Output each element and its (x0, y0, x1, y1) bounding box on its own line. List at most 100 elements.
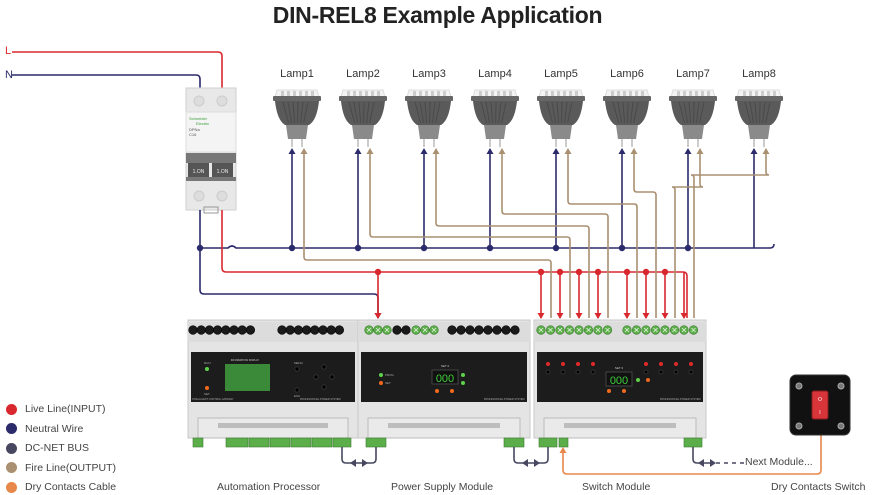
dc-net-bus-link (341, 447, 377, 464)
relay-button (590, 369, 596, 375)
green-connector (225, 437, 249, 448)
breaker-brand: Electric (196, 121, 209, 126)
relay-button (560, 369, 566, 375)
fire-output-wire (303, 154, 552, 318)
run-led (636, 378, 640, 382)
arrow-up-icon (750, 148, 758, 154)
mount-screw (795, 382, 803, 390)
terminal-screw (447, 325, 457, 335)
seven-segment-display (431, 369, 459, 385)
junction-dot (684, 244, 692, 252)
bus-arrow-icon (362, 459, 368, 467)
fire-output-wire (633, 154, 657, 318)
relay-button (575, 369, 581, 375)
terminal-screw (188, 325, 198, 335)
status-led (461, 381, 465, 385)
module-label-automation-processor: Automation Processor (217, 481, 321, 493)
junction-dot (552, 244, 560, 252)
terminal-screw (310, 325, 320, 335)
legend-item: Neutral Wire (6, 423, 83, 435)
lamp-icon (471, 89, 519, 147)
relay-button (658, 369, 664, 375)
arrow-up-icon (564, 148, 572, 154)
dc-net-bus-link (513, 447, 549, 464)
terminal-screw (245, 325, 255, 335)
legend-item: Fire Line(OUTPUT) (6, 462, 116, 474)
lamp-label: Lamp6 (610, 68, 644, 80)
terminal-screw (196, 325, 206, 335)
arrow-up-icon (498, 148, 506, 154)
green-connector (290, 437, 312, 448)
switch-off-mark: I (819, 410, 820, 416)
display-title: INFORMATION DISPLAY (231, 359, 260, 362)
neutral-bus (200, 243, 775, 249)
green-connector (503, 437, 525, 448)
relay-led (659, 362, 663, 366)
arrow-up-icon (288, 148, 296, 154)
switch-display-value: 000 (610, 375, 628, 387)
set-led (205, 386, 209, 390)
module-text: INTELLIGENT CONTROL GATEWAY (192, 398, 234, 401)
legend-swatch (6, 462, 17, 473)
next-module-label: Next Module... (745, 456, 813, 468)
neutral-to-psu (199, 248, 379, 318)
nav-button (313, 374, 319, 380)
legend-swatch (6, 442, 17, 454)
neutral-supply-label: N (5, 69, 13, 81)
arrow-down-icon (642, 313, 650, 319)
fire-output-wire (435, 154, 590, 318)
breaker-brand: Schneider (189, 116, 208, 121)
fire-output-wire (501, 154, 609, 318)
bus-arrow-icon (350, 459, 356, 467)
display-title: SET 0 (441, 364, 450, 368)
automation-processor-module (187, 319, 359, 439)
status-led (461, 373, 465, 377)
legend-label: Live Line(INPUT) (25, 403, 106, 415)
mount-screw (837, 422, 845, 430)
arrow-down-icon (661, 313, 669, 319)
dry-contacts-switch (789, 374, 851, 436)
esc-label: ESC (294, 394, 301, 398)
arrow-up-icon (354, 148, 362, 154)
lamp-icon (537, 89, 585, 147)
fire-output-wire (671, 154, 704, 318)
lamp-label: Lamp1 (280, 68, 314, 80)
neutral-supply-wire (12, 74, 201, 94)
right-button (622, 389, 626, 393)
terminal-screw (229, 325, 239, 335)
relay-led (644, 362, 648, 366)
arrow-up-icon (618, 148, 626, 154)
arrow-down-icon (623, 313, 631, 319)
mount-screw (837, 382, 845, 390)
arrow-down-icon (374, 313, 382, 319)
green-connector (683, 437, 703, 448)
led-label: SET (385, 381, 391, 385)
arrow-down-icon (594, 313, 602, 319)
lamp-icon (669, 89, 717, 147)
terminal-screw (204, 325, 214, 335)
set-led (379, 381, 383, 385)
legend-swatch (6, 481, 17, 493)
lamp-icon (339, 89, 387, 147)
legend-swatch (6, 403, 17, 415)
relay-led (674, 362, 678, 366)
mount-screw (795, 422, 803, 430)
legend-swatch (6, 423, 17, 434)
arrow-up-icon (559, 447, 567, 453)
green-connector (269, 437, 291, 448)
lamp-label: Lamp8 (742, 68, 776, 80)
lamp-label: Lamp2 (346, 68, 380, 80)
legend-item: DC-NET BUS (6, 442, 89, 454)
terminal-screw (213, 325, 223, 335)
terminal-screw (501, 325, 511, 335)
terminal-screw (285, 325, 295, 335)
legend-item: Live Line(INPUT) (6, 403, 106, 415)
left-button (607, 389, 611, 393)
live-input-bus (221, 210, 688, 318)
menu-label: MENU (294, 361, 303, 365)
switch-module (533, 319, 707, 439)
terminal-screw (483, 325, 493, 335)
legend-item: Dry Contacts Cable (6, 481, 116, 493)
terminal-screw (302, 325, 312, 335)
terminal-screw (456, 325, 466, 335)
